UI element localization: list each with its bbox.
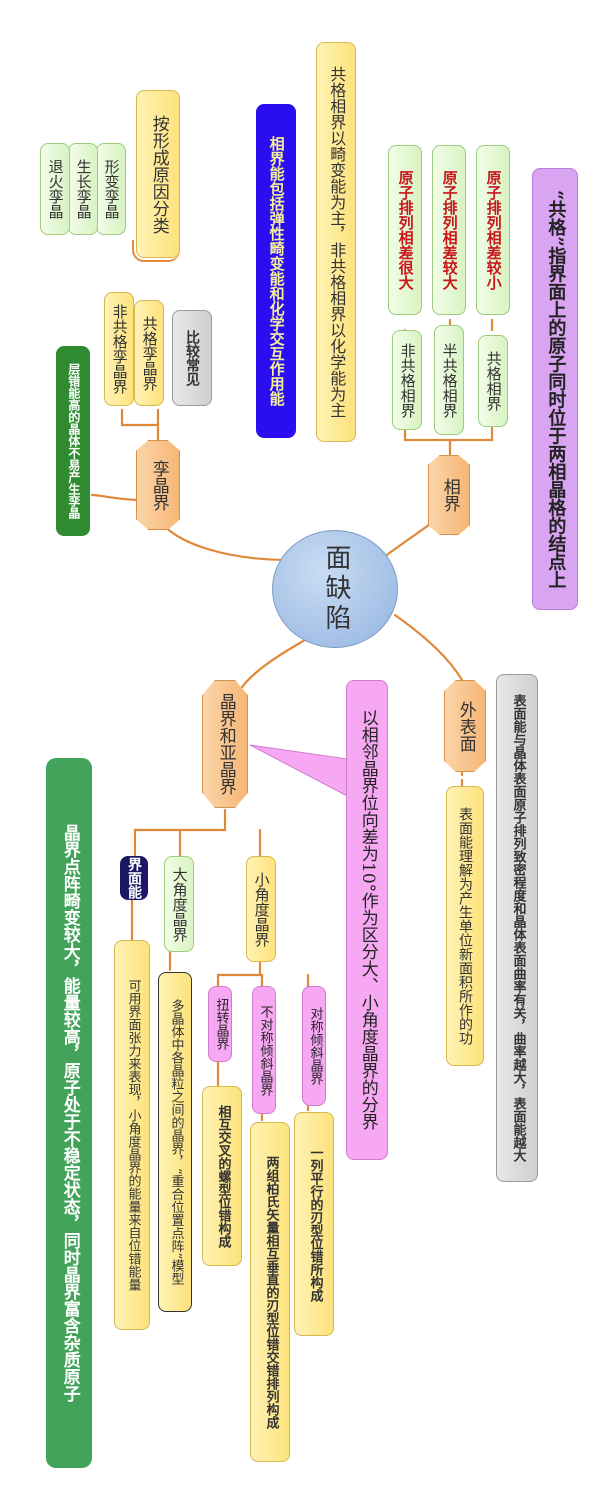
twin-origin-deformation: 形变孪晶 — [96, 143, 126, 235]
center-label: 面缺陷 — [320, 544, 351, 634]
twin-origin-title: 按形成原因分类 — [136, 90, 180, 258]
phase-definition: “共格”指界面上的原子同时位于两相晶格的结点上 — [532, 168, 578, 610]
grain-title: 晶界和亚晶界 — [202, 680, 248, 808]
twin-brace — [132, 240, 180, 262]
small-type-twist: 扭转晶界 — [208, 986, 232, 1062]
small-type-asymmetric: 不对称倾斜晶界 — [252, 986, 276, 1114]
twin-common: 比较常见 — [172, 310, 212, 406]
phase-desc-small: 原子排列相差较小 — [476, 145, 510, 315]
phase-type-incoherent: 非共格相界 — [392, 330, 422, 430]
twin-note: 层错能高的晶体不易产生孪晶 — [56, 346, 90, 536]
small-type-symmetric: 对称倾斜晶界 — [302, 986, 326, 1106]
large-angle-desc: 多晶体中各晶粒之间的晶界，“重合位置点阵”模型 — [158, 972, 192, 1312]
large-angle-title: 大角度晶界 — [164, 856, 194, 952]
phase-energy-note2: 相界能包括弹性畸变能和化学交互作用能 — [256, 104, 296, 438]
twin-origin-growth: 生长孪晶 — [68, 143, 98, 235]
twin-type-coherent: 共格孪晶界 — [134, 300, 164, 406]
outer-energy-def: 表面能理解为产生单位新面积所作的功 — [446, 786, 484, 1066]
small-desc-symmetric: 一列平行的刃型位错所构成 — [294, 1112, 334, 1336]
grain-summary: 晶界点阵畸变较大，能量较高，原子处于不稳定状态，同时晶界富含杂质原子 — [46, 758, 92, 1468]
twin-origin-annealing: 退火孪晶 — [40, 143, 70, 235]
line-center-grain — [238, 638, 307, 692]
interface-energy-title: 界面能 — [120, 856, 148, 900]
line-twin-types — [120, 408, 160, 444]
line-grain-children — [133, 808, 262, 857]
pink-pointer — [249, 744, 356, 801]
outer-title: 外表面 — [444, 680, 486, 772]
outer-energy-note: 表面能与晶体表面原子排列致密程度和晶体表面曲率有关，曲率越大，表面能越大 — [496, 674, 538, 1182]
small-desc-asymmetric: 两组柏氏矢量相互垂直的刃型位错交错排列构成 — [250, 1122, 290, 1462]
line-twin-to-note — [90, 493, 142, 502]
phase-desc-medium: 原子排列相差较大 — [432, 145, 466, 315]
center-node: 面缺陷 — [272, 530, 398, 648]
interface-energy-desc: 可用界面张力来表现，小角度晶界的能量来自位错能量 — [114, 940, 150, 1330]
phase-energy-note: 共格相界以畸变能为主，非共格相界以化学能为主 — [316, 42, 356, 442]
grain-division: 以相邻晶界位向差为10°作为区分大、小角度晶界的分界 — [346, 680, 388, 1160]
phase-title: 相界 — [428, 455, 470, 535]
small-angle-title: 小角度晶界 — [246, 856, 276, 962]
phase-type-semicoherent: 半共格相界 — [434, 325, 464, 435]
twin-type-incoherent: 非共格孪晶界 — [104, 292, 134, 406]
phase-desc-large: 原子排列相差很大 — [388, 145, 422, 315]
phase-type-coherent: 共格相界 — [478, 335, 508, 427]
line-center-twin — [156, 516, 292, 562]
twin-title: 孪晶界 — [136, 440, 180, 530]
line-center-outer — [393, 613, 464, 682]
small-desc-twist: 相互交叉的螺型位错构成 — [202, 1086, 242, 1266]
